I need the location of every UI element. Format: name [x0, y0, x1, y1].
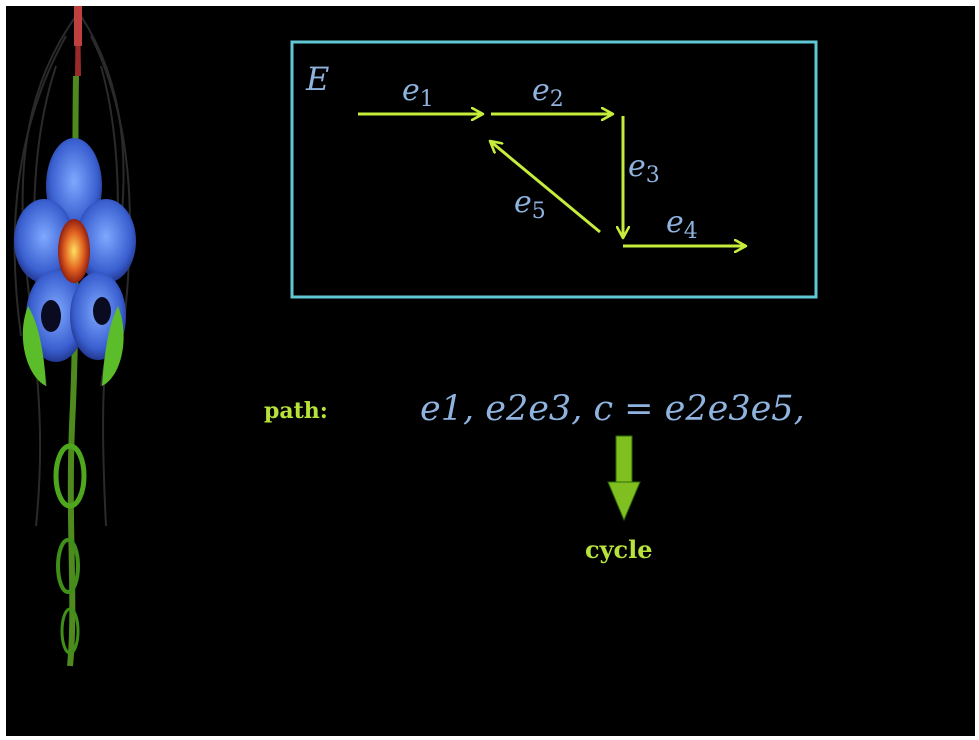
set-label: E — [305, 60, 329, 98]
path-label: path: — [264, 398, 328, 424]
path-sequence: e1, e2e3, c = e2e3e5, — [420, 389, 805, 429]
slide: E e1 e2 e3 e4 e5 path: e1, e2e3, c = e2e… — [6, 6, 975, 736]
cycle-label: cycle — [585, 535, 653, 564]
flower-ornament-icon — [13, 6, 136, 667]
edge-e3-label: e3 — [628, 149, 660, 188]
graph-diagram: E e1 e2 e3 e4 e5 path: e1, e2e3, c = e2e… — [264, 40, 818, 564]
edge-e5-arrow — [490, 141, 601, 234]
edge-e5-label: e5 — [514, 185, 546, 224]
edge-e2-label: e2 — [532, 73, 564, 112]
set-frame — [290, 40, 818, 299]
cycle-down-arrow-icon — [607, 435, 641, 522]
edge-e1-label: e1 — [402, 73, 434, 112]
edge-e4-label: e4 — [666, 205, 698, 244]
